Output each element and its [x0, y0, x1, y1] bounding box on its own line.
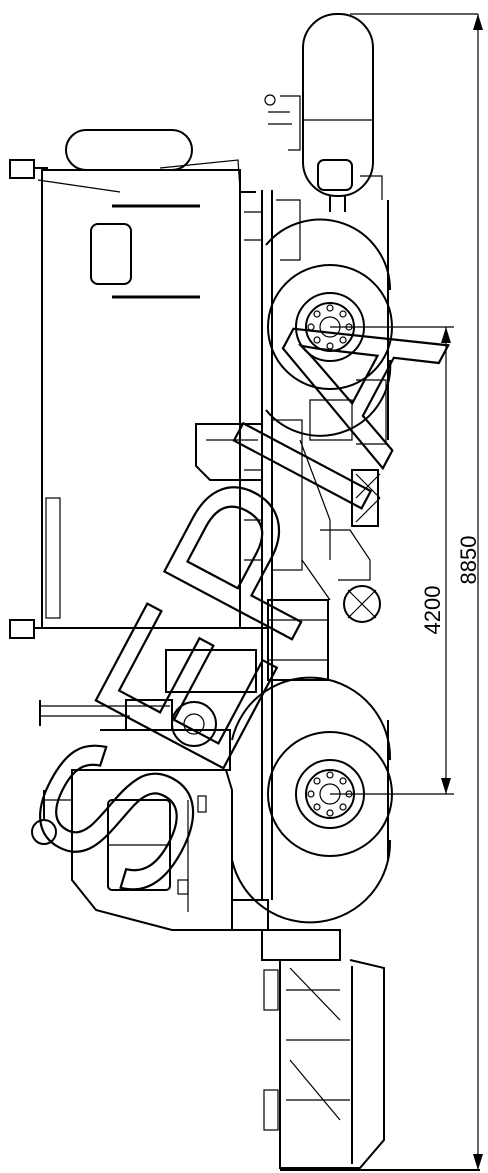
watermark: SEPIA [0, 250, 488, 933]
dimension-total-length [350, 13, 483, 1170]
mid-section [195, 379, 387, 681]
wheelbase-label: 4200 [420, 586, 445, 635]
body-box [9, 129, 268, 639]
front-plow [261, 929, 385, 1169]
front-wheel [231, 676, 393, 924]
cab [31, 769, 269, 931]
total-length-label: 8850 [456, 536, 481, 585]
tank [264, 13, 383, 212]
brush-upper [351, 469, 381, 527]
dimension-wheelbase [330, 326, 454, 795]
mirror [31, 790, 72, 845]
brush-lower [343, 585, 381, 623]
